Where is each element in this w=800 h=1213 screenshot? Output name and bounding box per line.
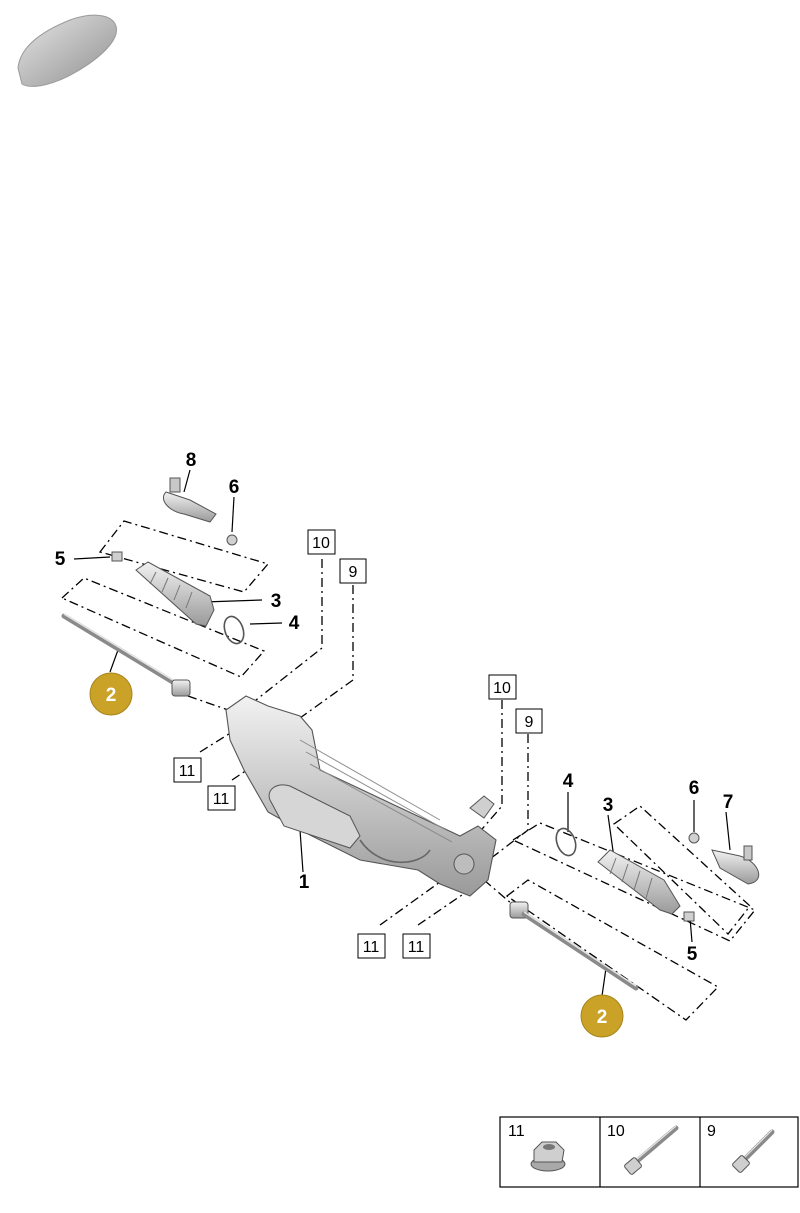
svg-text:10: 10 (312, 535, 330, 552)
svg-text:11: 11 (363, 939, 380, 956)
label-tie-rod-end-lower: 7 (723, 792, 734, 813)
svg-text:9: 9 (525, 714, 534, 731)
clamp-ring-lower (555, 827, 577, 857)
legend-number-10: 10 (607, 1123, 625, 1140)
svg-text:11: 11 (408, 939, 425, 956)
legend-number-9: 9 (707, 1123, 716, 1140)
vehicle-thumbnail-icon (17, 14, 117, 87)
label-steering-rack: 1 (299, 872, 310, 893)
boxed-label-nut11-d: 11 (402, 933, 431, 959)
label-boot-lower: 3 (603, 795, 614, 816)
svg-text:11: 11 (213, 791, 230, 808)
label-nut-upper: 6 (229, 477, 240, 498)
nut-lower (688, 832, 700, 844)
label-tie-rod-end-upper: 8 (186, 450, 197, 471)
boot-lower (597, 849, 681, 915)
boxed-label-bolt9-upper: 9 (339, 558, 367, 584)
callout-leaders (73, 469, 731, 997)
callout-circle-tie-rod-lower[interactable]: 2 (580, 994, 624, 1038)
svg-text:10: 10 (493, 680, 511, 697)
legend-number-11: 11 (508, 1123, 525, 1140)
boxed-label-nut11-c: 11 (357, 933, 386, 959)
callout-circle-tie-rod-upper[interactable]: 2 (89, 672, 133, 716)
small-clamp-lower (683, 911, 695, 922)
group-outline-upper-tie-rod-end (98, 520, 270, 593)
boxed-label-nut11-b: 11 (207, 785, 236, 811)
group-outline-lower-tie-rod-end (612, 805, 751, 935)
tie-rod-end-upper (162, 477, 217, 523)
steering-rack-assembly (225, 695, 497, 897)
clamp-ring-upper (223, 615, 245, 645)
nut-upper (226, 534, 238, 546)
label-clamp-ring-lower: 4 (563, 771, 574, 792)
fastener-leaders (187, 559, 529, 926)
tie-rod-end-lower (711, 845, 760, 885)
svg-text:11: 11 (179, 763, 196, 780)
label-small-clamp-upper: 5 (55, 549, 66, 570)
svg-text:9: 9 (349, 564, 358, 581)
long-bolt-icon (624, 1125, 679, 1175)
tie-rod-upper (61, 613, 191, 697)
label-tie-rod-lower: 2 (597, 1007, 608, 1028)
small-clamp-upper (111, 551, 123, 562)
label-clamp-ring-upper: 4 (289, 613, 300, 634)
boxed-label-bolt9-lower: 9 (515, 708, 543, 734)
flange-nut-icon (530, 1141, 566, 1172)
boxed-label-bolt10-lower: 10 (488, 674, 517, 700)
boot-upper (135, 561, 215, 627)
fastener-legend-table: 11 10 9 (499, 1116, 799, 1188)
label-small-clamp-lower: 5 (687, 944, 698, 965)
label-tie-rod-upper: 2 (106, 685, 117, 706)
label-nut-lower: 6 (689, 778, 700, 799)
short-bolt-icon (732, 1129, 775, 1173)
label-boot-upper: 3 (271, 591, 282, 612)
boxed-label-bolt10-upper: 10 (307, 529, 336, 555)
boxed-label-nut11-a: 11 (173, 757, 202, 783)
group-outline-upper-boot (60, 577, 266, 678)
tie-rod-lower (509, 901, 639, 991)
